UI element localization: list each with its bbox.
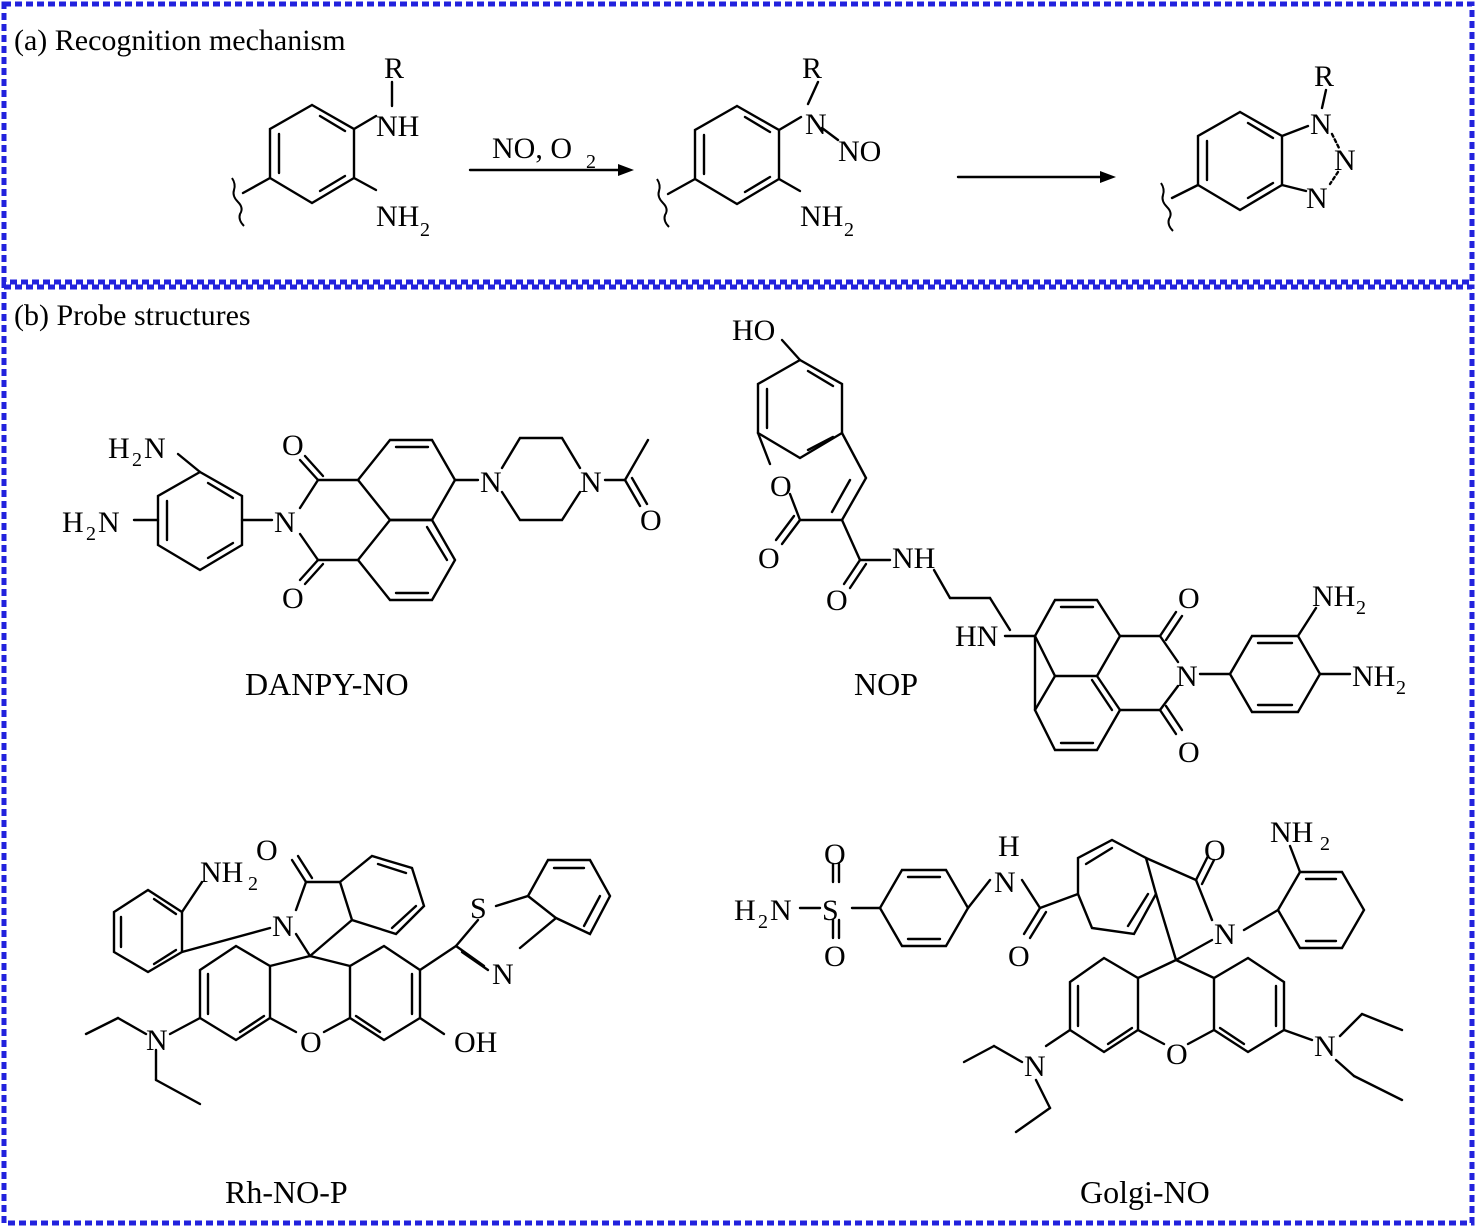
- atom-NO: NO: [838, 135, 881, 168]
- atom-NH2-2-sub: 2: [844, 219, 854, 241]
- atom-golgi-amide-N: N: [994, 866, 1016, 899]
- probe-nop: HO O O O NH HN O N O NH 2 NH 2 NOP: [732, 314, 1406, 769]
- svg-text:2: 2: [248, 873, 258, 895]
- atom-imide-O-top: O: [282, 429, 304, 462]
- reaction-arrow-2: [956, 171, 1116, 183]
- atom-golgi-NH2: NH: [1270, 816, 1313, 849]
- product-benzotriazole: R N N N: [1160, 60, 1356, 232]
- atom-acetyl-O: O: [640, 504, 662, 537]
- probe-name-golgi-no: Golgi-NO: [1080, 1174, 1210, 1210]
- svg-text:2: 2: [758, 911, 768, 933]
- panel-a-title: (a) Recognition mechanism: [14, 24, 346, 57]
- atom-N1: N: [1310, 108, 1332, 141]
- atom-lactone-O: O: [770, 470, 792, 503]
- reactant-diamine: R NH NH 2: [231, 52, 430, 241]
- atom-HN: HN: [955, 620, 998, 653]
- probe-golgi-no: H 2 N S O O H N O O N NH 2 O N N Golgi-N…: [734, 816, 1404, 1210]
- atom-rh-OH: OH: [454, 1026, 497, 1059]
- atom-piperazine-N1: N: [480, 466, 502, 499]
- atom-golgi-carbonyl-O: O: [1204, 834, 1226, 867]
- atom-golgi-S: S: [822, 894, 839, 927]
- atom-nop-NH2-top: NH: [1312, 580, 1355, 613]
- atom-imide-N: N: [274, 506, 296, 539]
- atom-N-2: N: [805, 108, 827, 141]
- atom-rh-NEt2: N: [146, 1024, 168, 1057]
- atom-golgi-lactam-N: N: [1214, 918, 1236, 951]
- atom-golgi-NEt2-right: N: [1314, 1030, 1336, 1063]
- atom-HO: HO: [732, 314, 775, 347]
- svg-text:N: N: [770, 894, 792, 927]
- atom-piperazine-N2: N: [580, 466, 602, 499]
- svg-text:2: 2: [1396, 677, 1406, 699]
- atom-R: R: [384, 52, 404, 85]
- probe-danpy-no: H 2 N H 2 N N O O N N O DANPY-NO: [62, 429, 662, 702]
- atom-rh-carbonyl-O: O: [256, 834, 278, 867]
- atom-amide-O: O: [826, 584, 848, 617]
- atom-R-3: R: [1314, 60, 1334, 93]
- atom-nop-imide-N: N: [1176, 660, 1198, 693]
- probe-name-nop: NOP: [854, 666, 918, 702]
- atom-golgi-xanthene-O: O: [1166, 1038, 1188, 1071]
- atom-rh-S: S: [470, 892, 487, 925]
- atom-H2N-top: H: [108, 432, 130, 465]
- atom-NH: NH: [376, 110, 419, 143]
- atom-golgi-sulfonyl-O-bottom: O: [824, 940, 846, 973]
- atom-lactone-carbonyl-O: O: [758, 542, 780, 575]
- svg-text:N: N: [144, 432, 166, 465]
- panel-b-frame: [1, 284, 1475, 1226]
- probe-name-rh-no-p: Rh-NO-P: [225, 1174, 348, 1210]
- reagent-label-sub: 2: [586, 151, 596, 173]
- atom-nop-NH2-right: NH: [1352, 660, 1395, 693]
- atom-imide-O-bottom: O: [282, 582, 304, 615]
- atom-NH2: NH: [376, 200, 419, 233]
- atom-R-2: R: [802, 52, 822, 85]
- intermediate-nitrosamine: R N NO NH 2: [656, 52, 881, 241]
- atom-rh-NH2: NH: [200, 856, 243, 889]
- atom-NH2-sub: 2: [420, 219, 430, 241]
- atom-NH2-2: NH: [800, 200, 843, 233]
- atom-N2: N: [1334, 144, 1356, 177]
- svg-text:2: 2: [1356, 597, 1366, 619]
- atom-golgi-sulfonyl-O-top: O: [824, 838, 846, 871]
- reaction-arrow-1: NO, O 2: [468, 132, 634, 176]
- svg-text:N: N: [98, 506, 120, 539]
- atom-golgi-amide-O: O: [1008, 940, 1030, 973]
- atom-rh-xanthene-O: O: [300, 1026, 322, 1059]
- probe-name-danpy-no: DANPY-NO: [245, 666, 409, 702]
- atom-golgi-amide-H: H: [998, 830, 1020, 863]
- atom-golgi-NEt2-left: N: [1024, 1050, 1046, 1083]
- panel-a-frame: [1, 1, 1475, 285]
- reagent-label: NO, O: [492, 132, 572, 165]
- atom-rh-thiazole-N: N: [492, 958, 514, 991]
- svg-text:2: 2: [132, 449, 142, 471]
- atom-golgi-H2N: H: [734, 894, 756, 927]
- atom-H2N-left: H: [62, 506, 84, 539]
- atom-amide-NH: NH: [892, 542, 935, 575]
- atom-nop-O-bottom: O: [1178, 736, 1200, 769]
- panel-b-title: (b) Probe structures: [14, 299, 251, 332]
- probe-rh-no-p: NH 2 O N O N OH S N Rh-NO-P: [84, 834, 612, 1210]
- atom-N3: N: [1306, 182, 1328, 215]
- svg-text:2: 2: [86, 523, 96, 545]
- atom-nop-O-top: O: [1178, 582, 1200, 615]
- svg-text:2: 2: [1320, 833, 1330, 855]
- atom-rh-lactam-N: N: [272, 910, 294, 943]
